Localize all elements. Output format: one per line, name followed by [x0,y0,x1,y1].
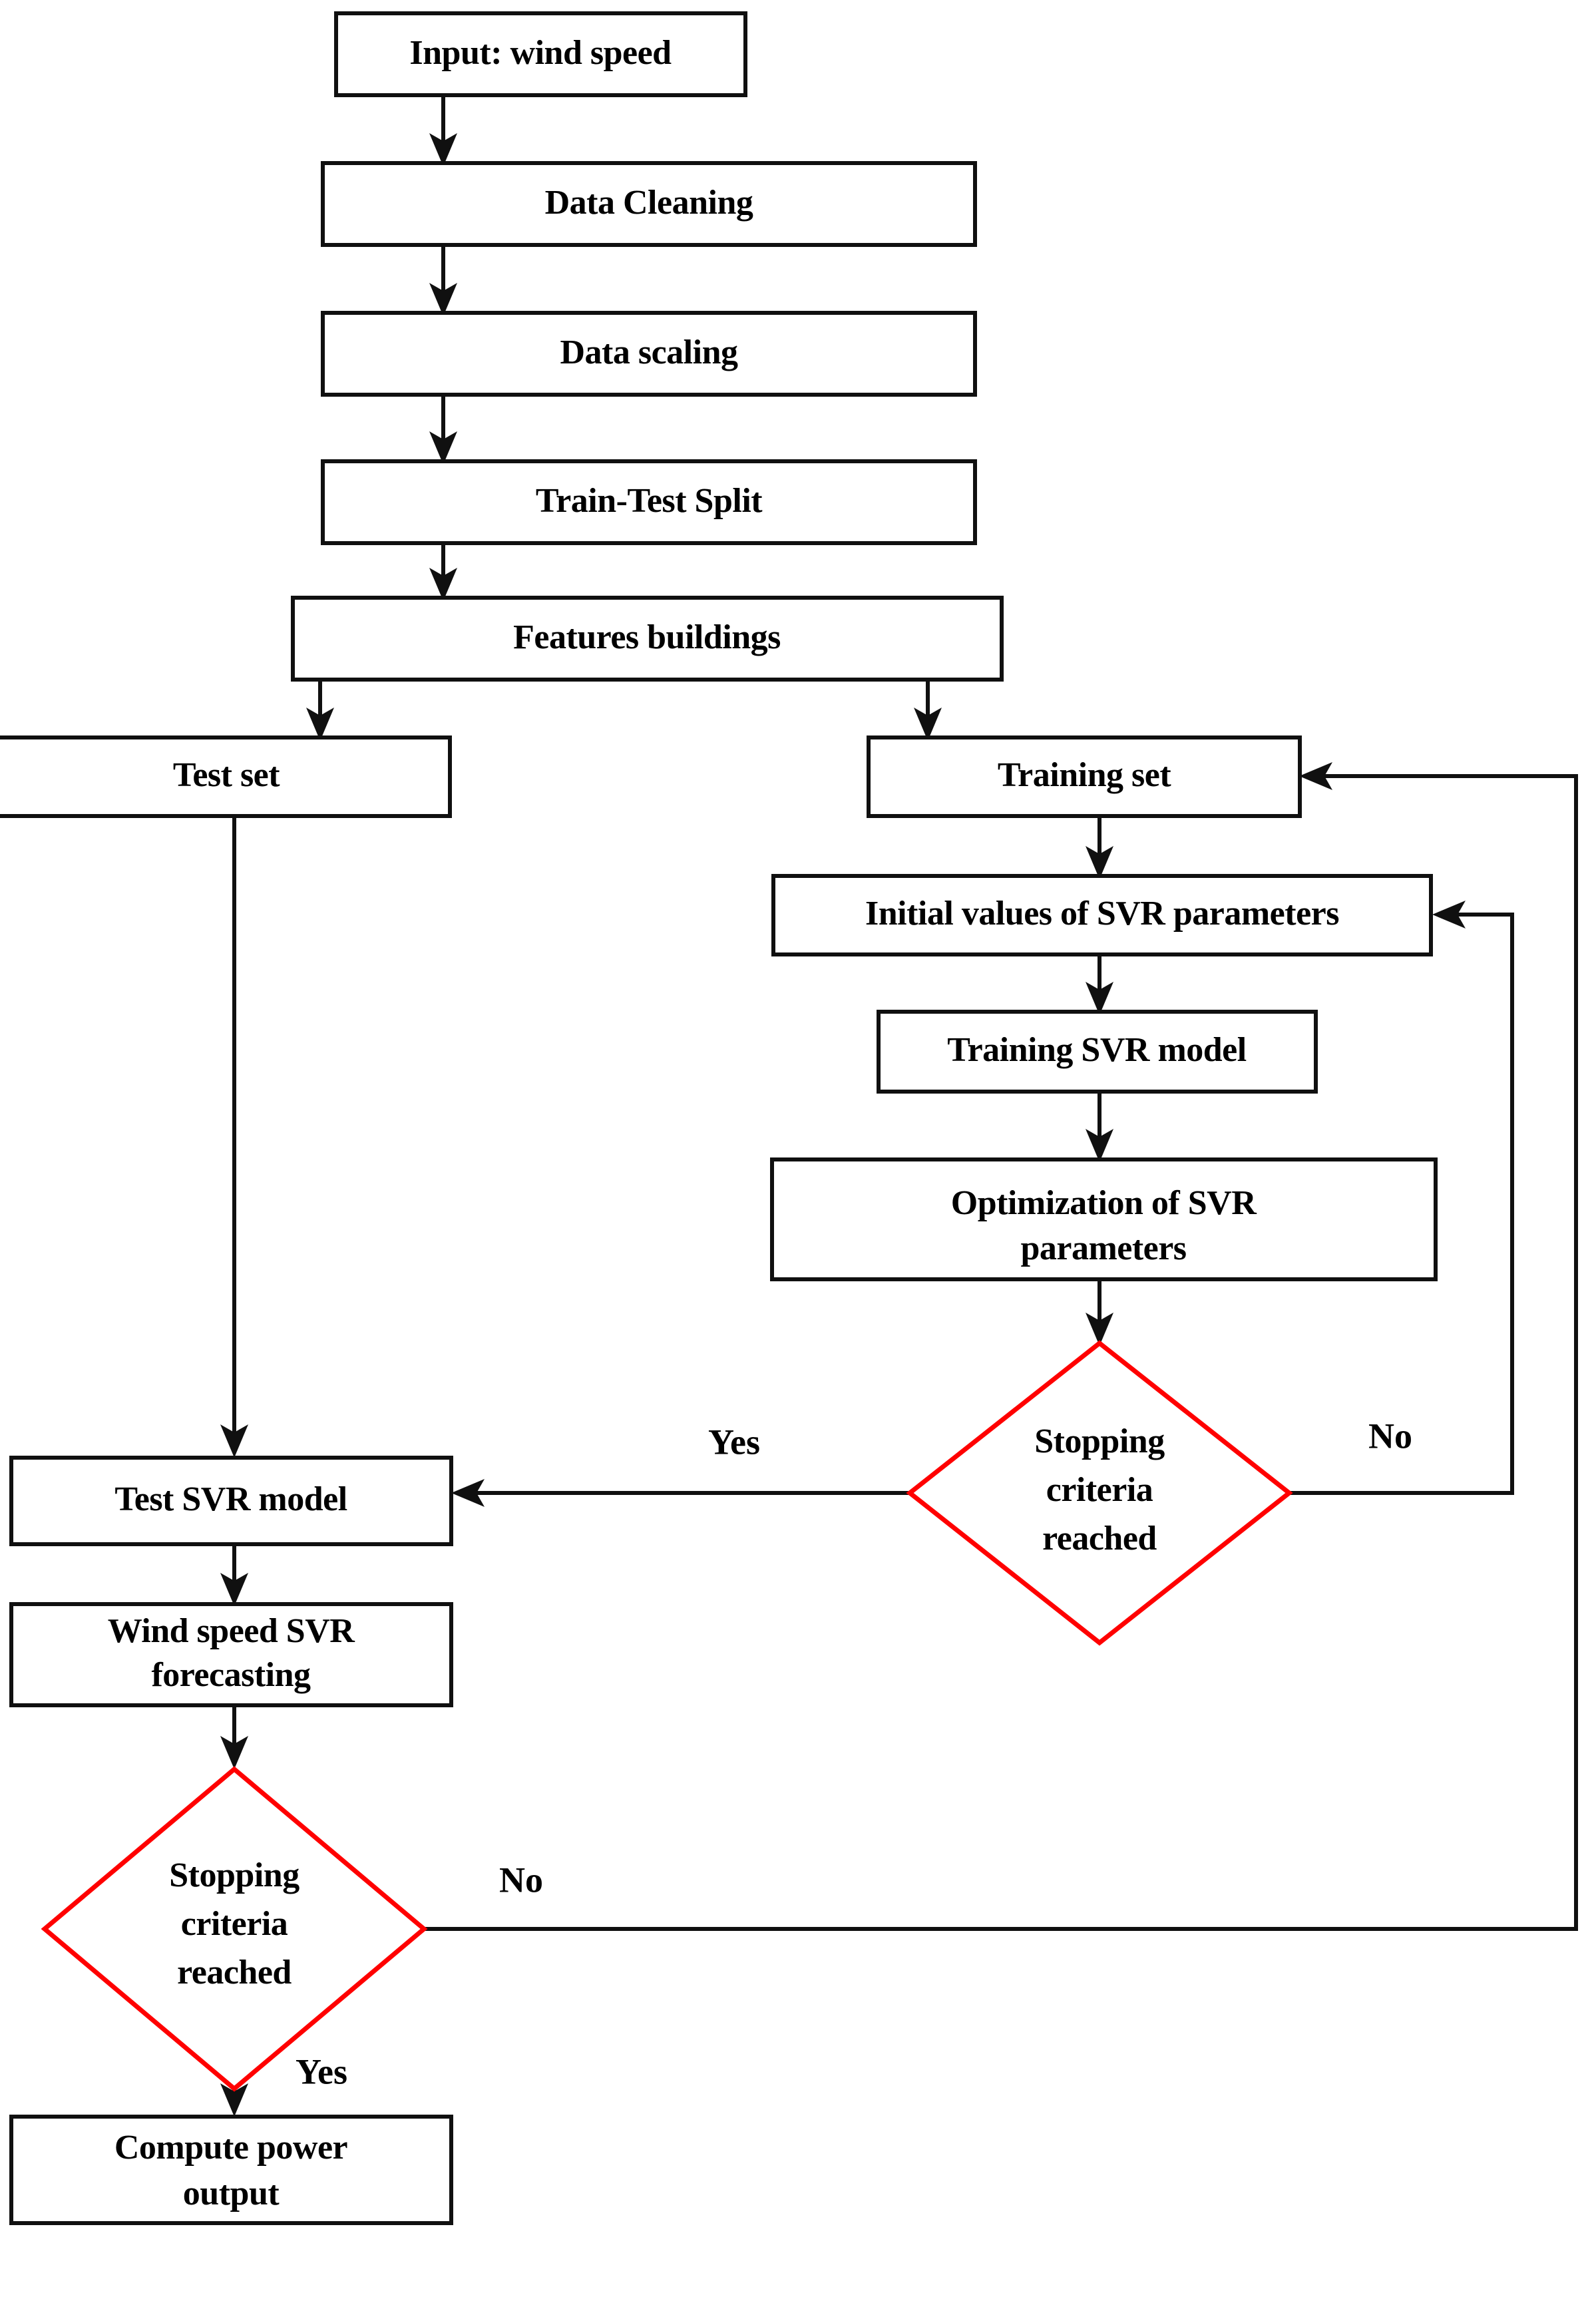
edge-decision-train-no-to-initial-values [1289,901,1514,1495]
edge-label-decision-train-yes: Yes [708,1422,760,1462]
node-label-compute-power-output-line2: output [183,2175,280,2212]
edge-scaling-to-split [429,395,457,465]
node-train-test-split[interactable]: Train-Test Split [321,459,977,545]
node-label-compute-power-output-line1: Compute power [114,2129,347,2167]
node-training-set[interactable]: Training set [867,735,1302,818]
node-label-test-set: Test set [173,756,280,794]
node-test-svr-model[interactable]: Test SVR model [9,1456,453,1546]
node-data-cleaning[interactable]: Data Cleaning [321,161,977,247]
edge-test-set-to-test-svr [220,815,248,1458]
node-label-wind-speed-forecasting-line2: forecasting [151,1656,311,1694]
edge-features-to-training-set [914,679,942,741]
node-label-optimization-svr-parameters-line1: Optimization of SVR [951,1184,1257,1222]
edge-label-decision-train-no: No [1368,1416,1412,1456]
edge-split-to-features [429,542,457,601]
edge-forecasting-to-decision-forecast [220,1704,248,1769]
node-label-data-scaling: Data scaling [560,333,739,371]
node-label-decision-training-line1: Stopping [1034,1422,1165,1460]
edge-features-to-test-set [306,679,334,741]
edge-initial-values-to-training-svr [1086,953,1113,1015]
node-label-decision-forecast-line3: reached [177,1954,292,1991]
edge-input-to-cleaning [429,95,457,166]
node-label-test-svr-model: Test SVR model [114,1480,347,1518]
node-label-decision-forecast-line1: Stopping [169,1856,299,1894]
edge-label-decision-forecast-no: No [499,1860,543,1900]
node-label-decision-training-line3: reached [1042,1520,1157,1558]
edge-cleaning-to-scaling [429,245,457,316]
node-test-set[interactable]: Test set [0,735,452,818]
node-label-training-svr-model: Training SVR model [947,1031,1246,1069]
edge-decision-forecast-no-to-training-set [424,762,1578,1931]
edge-label-decision-forecast-yes: Yes [296,2051,347,2091]
node-label-decision-training-line2: criteria [1046,1471,1153,1509]
node-features-buildings[interactable]: Features buildings [291,596,1004,682]
node-label-initial-values-svr-parameters: Initial values of SVR parameters [865,895,1339,933]
edge-training-svr-to-optimization [1086,1090,1113,1162]
node-label-training-set: Training set [998,756,1171,794]
node-compute-power-output[interactable]: Compute power output [9,2115,453,2225]
node-label-data-cleaning: Data Cleaning [545,184,753,222]
node-optimization-svr-parameters[interactable]: Optimization of SVR parameters [770,1157,1438,1281]
node-label-train-test-split: Train-Test Split [536,482,763,520]
node-decision-stopping-criteria-forecast[interactable]: Stopping criteria reached [41,1766,428,2092]
node-data-scaling[interactable]: Data scaling [321,311,977,397]
node-label-features-buildings: Features buildings [513,618,781,656]
node-input-wind-speed[interactable]: Input: wind speed [334,11,747,97]
edge-training-set-to-initial-values [1086,815,1113,879]
node-label-optimization-svr-parameters-line2: parameters [1020,1229,1186,1267]
edge-test-svr-to-forecasting [220,1544,248,1606]
node-label-wind-speed-forecasting-line1: Wind speed SVR [108,1612,356,1650]
node-decision-stopping-criteria-training[interactable]: Stopping criteria reached [906,1340,1293,1646]
node-training-svr-model[interactable]: Training SVR model [877,1010,1318,1094]
node-label-decision-forecast-line2: criteria [181,1905,288,1943]
node-label-input-wind-speed: Input: wind speed [409,34,672,72]
node-wind-speed-svr-forecasting[interactable]: Wind speed SVR forecasting [9,1602,453,1707]
edge-decision-train-yes-to-test-svr [451,1479,910,1507]
node-initial-values-svr-parameters[interactable]: Initial values of SVR parameters [771,874,1433,956]
edge-optimization-to-decision-train [1086,1278,1113,1346]
